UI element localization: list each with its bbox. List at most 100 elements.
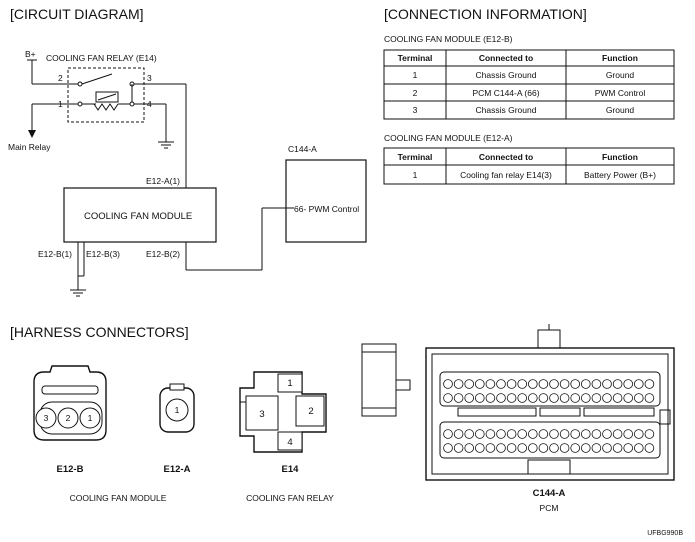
relay-caption: COOLING FAN RELAY: [246, 493, 334, 503]
pcm-pin: [538, 443, 549, 453]
pcm-pin: [612, 379, 623, 389]
pcm-pin: [485, 393, 496, 403]
table-cell: Battery Power (B+): [584, 170, 656, 180]
pcm-pin: [623, 443, 633, 453]
pcm-pin: [485, 429, 496, 439]
e12b1-label: E12-B(1): [38, 249, 72, 259]
relay-label: COOLING FAN RELAY (E14): [46, 53, 157, 63]
pcm-pin: [464, 429, 475, 439]
pcm-pin: [612, 429, 623, 439]
e14-pin-4: 4: [287, 437, 292, 448]
pcm-pin: [464, 379, 475, 389]
harness-heading: [HARNESS CONNECTORS]: [10, 324, 189, 340]
connection-heading: [CONNECTION INFORMATION]: [384, 6, 587, 22]
pcm-pin: [538, 393, 549, 403]
pcm-pin: [591, 429, 602, 439]
pcm-pin: [623, 393, 633, 403]
pcm-pin: [464, 443, 475, 453]
table1-header-terminal: Terminal: [398, 53, 433, 63]
table-cell: Chassis Ground: [476, 70, 537, 80]
pcm-pin: [549, 429, 559, 439]
pcm-pin: [538, 379, 549, 389]
e12b2-label: E12-B(2): [146, 249, 180, 259]
table-e12a: Terminal Connected to Function 1 Cooling…: [383, 147, 675, 185]
pcm-pin: [506, 429, 517, 439]
pcm-pin: [474, 443, 485, 453]
c144a-name: C144-A: [533, 488, 566, 499]
relay-switch-arm: [81, 73, 113, 85]
figure-code: UFBG990B: [647, 530, 683, 537]
table2-title: COOLING FAN MODULE (E12-A): [384, 133, 513, 143]
pcm-pin: [443, 393, 453, 403]
e12b-pin-3: 3: [44, 413, 49, 423]
relay-box: [67, 67, 145, 123]
e14-pin-3: 3: [259, 409, 264, 420]
pcm-pin: [549, 443, 559, 453]
pcm-pin: [570, 379, 580, 389]
table1-header-function: Function: [602, 53, 638, 63]
pcm-pin: [474, 379, 485, 389]
table2-header-terminal: Terminal: [398, 152, 433, 162]
table-cell: Cooling fan relay E14(3): [460, 170, 552, 180]
table-cell: 1: [413, 70, 418, 80]
pcm-pin: [602, 393, 612, 403]
pcm-pin: [464, 393, 475, 403]
pcm-pin: [580, 429, 591, 439]
pcm-pin: [633, 379, 644, 389]
c144a-pin-grid: [443, 379, 655, 453]
pcm-pin: [612, 393, 623, 403]
pcm-pin: [644, 429, 655, 439]
pcm-pin: [453, 443, 464, 453]
pcm-pin: [633, 393, 644, 403]
pcm-pin: [602, 379, 612, 389]
relay-pin-3: 3: [147, 73, 152, 83]
pcm-pin: [580, 443, 591, 453]
pcm-pin: [517, 393, 527, 403]
e12a-connector: [159, 383, 195, 433]
pcm-pin: [527, 379, 538, 389]
cooling-fan-module-box: [63, 187, 217, 243]
pcm-pin: [453, 379, 464, 389]
pcm-connector-label: C144-A: [288, 144, 317, 154]
circuit-heading: [CIRCUIT DIAGRAM]: [10, 6, 144, 22]
pcm-pin: [602, 429, 612, 439]
table-cell: Ground: [606, 70, 635, 80]
pcm-pin: [485, 443, 496, 453]
relay-pin-2: 2: [58, 73, 63, 83]
c144a-sub: PCM: [540, 503, 559, 513]
relay-resistor-icon: [93, 103, 119, 111]
e12b-connector: [33, 365, 107, 441]
relay-contact-2: [77, 81, 83, 87]
pcm-pin: [612, 443, 623, 453]
table1-header-connected: Connected to: [479, 53, 533, 63]
pcm-pin: [506, 379, 517, 389]
pcm-pin: [443, 379, 453, 389]
pcm-pin: [591, 379, 602, 389]
table2-header-function: Function: [602, 152, 638, 162]
pcm-pin: [644, 379, 655, 389]
e12a-name: E12-A: [164, 464, 191, 475]
pcm-pin: [549, 379, 559, 389]
table-cell: Chassis Ground: [476, 105, 537, 115]
pcm-pin: [496, 429, 506, 439]
pcm-pin: [474, 429, 485, 439]
e12b-pin-2: 2: [66, 413, 71, 423]
pcm-pin: [633, 429, 644, 439]
pcm-pin: [559, 393, 570, 403]
e14-pin-2: 2: [308, 406, 313, 417]
pcm-pin: [485, 379, 496, 389]
pcm-pin: [633, 443, 644, 453]
table-cell: PCM C144-A (66): [472, 88, 539, 98]
pcm-pin: [527, 393, 538, 403]
b-plus-label: B+: [25, 49, 36, 59]
pcm-box: [285, 159, 367, 243]
pcm-pin: [453, 429, 464, 439]
pcm-pin: [623, 429, 633, 439]
table2-header-connected: Connected to: [479, 152, 533, 162]
pcm-pin: [570, 443, 580, 453]
c144a-connector: [361, 324, 675, 481]
pcm-pin: [559, 429, 570, 439]
e12a1-label: E12-A(1): [146, 176, 180, 186]
pcm-pin: [570, 393, 580, 403]
pcm-pin: [474, 393, 485, 403]
